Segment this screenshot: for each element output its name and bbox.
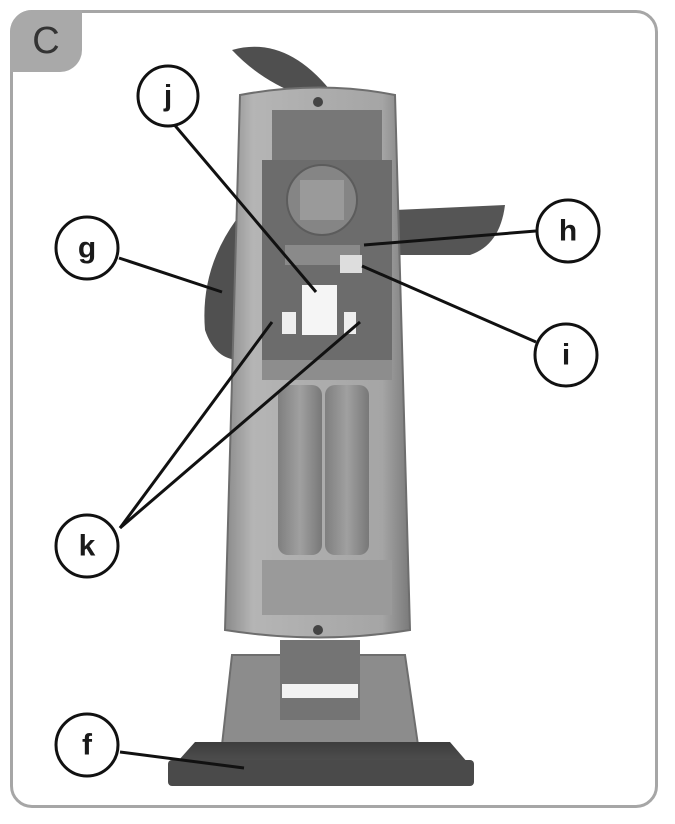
leader-g <box>118 256 223 294</box>
callout-h: h <box>535 198 601 264</box>
svg-text:i: i <box>562 339 570 372</box>
panel-label: C <box>10 10 82 72</box>
callout-g: g <box>54 215 120 281</box>
propeller-blades <box>204 46 505 360</box>
device-body <box>223 86 412 639</box>
svg-text:g: g <box>78 232 96 265</box>
leader-k-left <box>118 321 274 529</box>
leader-lines <box>118 121 537 770</box>
callout-f: f <box>54 712 120 778</box>
callout-i: i <box>533 322 599 388</box>
leader-k-right <box>119 320 361 530</box>
leader-f <box>119 750 245 770</box>
leader-h <box>363 229 537 247</box>
leader-i <box>361 264 537 344</box>
figure-frame <box>10 10 658 808</box>
svg-text:k: k <box>79 530 96 563</box>
svg-text:h: h <box>559 215 577 248</box>
callout-j: j <box>136 64 200 128</box>
callout-k: k <box>54 513 120 579</box>
svg-text:f: f <box>82 729 93 762</box>
device-stand <box>168 640 474 786</box>
svg-text:j: j <box>163 80 172 113</box>
leader-j <box>170 121 318 293</box>
